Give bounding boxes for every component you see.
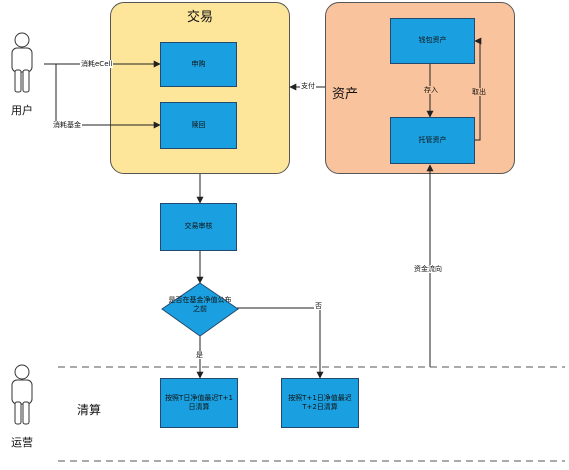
redeem-box: 赎回 <box>160 102 237 149</box>
trade-region-title: 交易 <box>186 10 213 25</box>
subscribe-box: 申购 <box>160 42 237 87</box>
decision-diamond <box>161 282 239 337</box>
deposit-label: 存入 <box>423 86 439 95</box>
clear-t1-box: 按照T+1日净值最迟T+2日清算 <box>281 378 359 428</box>
fund-flow-label: 资金流向 <box>413 265 443 274</box>
consume-fund-label: 消耗基金 <box>52 121 82 130</box>
wallet-asset-box: 钱包资产 <box>390 18 475 64</box>
ops-label: 运营 <box>11 436 33 449</box>
asset-region-title: 资产 <box>332 87 359 102</box>
trade-review-box: 交易审核 <box>160 203 237 251</box>
ops-actor-icon <box>11 364 33 425</box>
clearing-lane-label: 清算 <box>77 403 102 417</box>
user-label: 用户 <box>11 104 33 117</box>
consume-ecell-label: 消耗eCell <box>80 60 114 69</box>
clear-t-box: 按照T日净值最迟T+1日清算 <box>160 378 238 428</box>
custody-asset-box: 托管资产 <box>390 117 475 164</box>
decision-text: 是否在基金净值公布之前 <box>168 296 232 314</box>
edge-user-redeem <box>44 63 161 129</box>
no-label: 否 <box>314 302 323 311</box>
yes-label: 是 <box>195 351 204 360</box>
user-actor-icon <box>11 32 33 93</box>
withdraw-label: 取出 <box>471 88 487 97</box>
pay-label: 支付 <box>300 82 316 91</box>
